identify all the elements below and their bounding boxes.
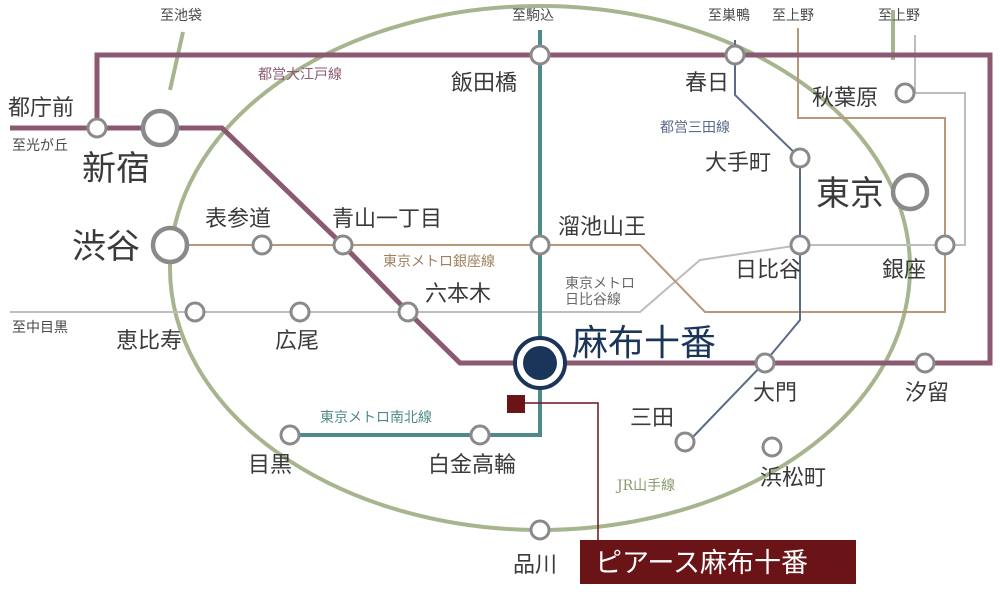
station-hamamatsucho-marker[interactable]	[761, 436, 783, 458]
station-meguro-marker[interactable]	[279, 424, 301, 446]
station-omotesando-marker[interactable]	[251, 234, 273, 256]
station-otemachi-label: 大手町	[705, 151, 771, 176]
station-meguro-label: 目黒	[248, 453, 292, 478]
line-label-oedo: 都営大江戸線	[258, 67, 342, 83]
dir-ueno-b: 至上野	[878, 8, 920, 24]
station-shibuya-marker[interactable]	[150, 225, 190, 265]
station-hibiya-label: 日比谷	[735, 258, 801, 283]
station-omotesando-label: 表参道	[205, 207, 271, 232]
station-kasuga-label: 春日	[685, 71, 729, 96]
station-azabu-core	[523, 346, 557, 380]
station-hiroo-marker[interactable]	[289, 301, 311, 323]
station-kasuga-marker[interactable]	[724, 44, 746, 66]
namboku-line	[290, 30, 542, 437]
station-daimon-marker[interactable]	[754, 352, 776, 374]
station-roppongi-label: 六本木	[425, 282, 491, 307]
station-hibiya-marker[interactable]	[789, 234, 811, 256]
station-shirokane-marker[interactable]	[469, 424, 491, 446]
station-azabu-label: 麻布十番	[572, 323, 716, 364]
property-connector	[517, 402, 599, 540]
station-ebisu-label: 恵比寿	[116, 329, 182, 354]
station-shinjuku-label: 新宿	[82, 149, 150, 189]
station-shirokane-label: 白金高輪	[428, 453, 516, 478]
line-label-namboku: 東京メトロ南北線	[320, 410, 432, 426]
station-tokyo-label: 東京	[816, 174, 884, 214]
station-tokyo-marker[interactable]	[890, 172, 930, 212]
line-label-ginza: 東京メトロ銀座線	[383, 254, 495, 270]
station-hamamatsucho-label: 浜松町	[760, 466, 826, 491]
station-akihabara-marker[interactable]	[894, 82, 916, 104]
station-hiroo-label: 広尾	[275, 329, 319, 354]
station-otemachi-marker[interactable]	[789, 147, 811, 169]
dir-ikebukuro: 至池袋	[160, 8, 202, 24]
station-mita-marker[interactable]	[674, 431, 696, 453]
station-shiodome-label: 汐留	[905, 381, 949, 406]
line-label-hibiya-1: 東京メトロ	[565, 276, 635, 292]
station-iidabashi-marker[interactable]	[529, 44, 551, 66]
station-shinagawa-label: 品川	[513, 553, 557, 578]
station-shinagawa-marker[interactable]	[529, 519, 551, 541]
station-iidabashi-label: 飯田橋	[451, 71, 517, 96]
station-shiodome-marker[interactable]	[914, 352, 936, 374]
station-shinjuku-marker[interactable]	[140, 108, 180, 148]
property-name: ピアース麻布十番	[595, 548, 808, 579]
property-marker[interactable]	[507, 395, 525, 413]
station-ginza-label: 銀座	[882, 258, 926, 283]
station-akihabara-label: 秋葉原	[812, 86, 878, 111]
line-label-mita: 都営三田線	[660, 120, 730, 136]
property-label-box[interactable]	[580, 540, 856, 584]
line-label-hibiya-2: 日比谷線	[565, 292, 621, 308]
station-aoyama-marker[interactable]	[332, 234, 354, 256]
station-ebisu-marker[interactable]	[184, 301, 206, 323]
dir-sugamo: 至巣鴨	[708, 8, 750, 24]
station-mita-label: 三田	[630, 406, 674, 431]
station-aoyama-label: 青山一丁目	[332, 207, 442, 232]
station-tochomae-label: 都庁前	[8, 96, 74, 121]
dir-nakameguro: 至中目黒	[12, 320, 68, 336]
station-daimon-label: 大門	[753, 381, 797, 406]
dir-ueno-a: 至上野	[772, 8, 814, 24]
yamanote-to-ikebukuro	[168, 31, 185, 91]
ginza-line	[170, 28, 946, 313]
station-tochomae-marker[interactable]	[86, 117, 108, 139]
station-tameike-label: 溜池山王	[558, 215, 646, 240]
mita-line	[689, 40, 801, 441]
station-roppongi-marker[interactable]	[397, 301, 419, 323]
station-ginza-marker[interactable]	[934, 234, 956, 256]
station-tameike-marker[interactable]	[529, 234, 551, 256]
dir-komagome: 至駒込	[512, 8, 554, 24]
line-label-yamanote: JR山手線	[615, 478, 675, 494]
station-shibuya-label: 渋谷	[72, 227, 140, 267]
dir-hikarigaoka: 至光が丘	[12, 138, 68, 154]
